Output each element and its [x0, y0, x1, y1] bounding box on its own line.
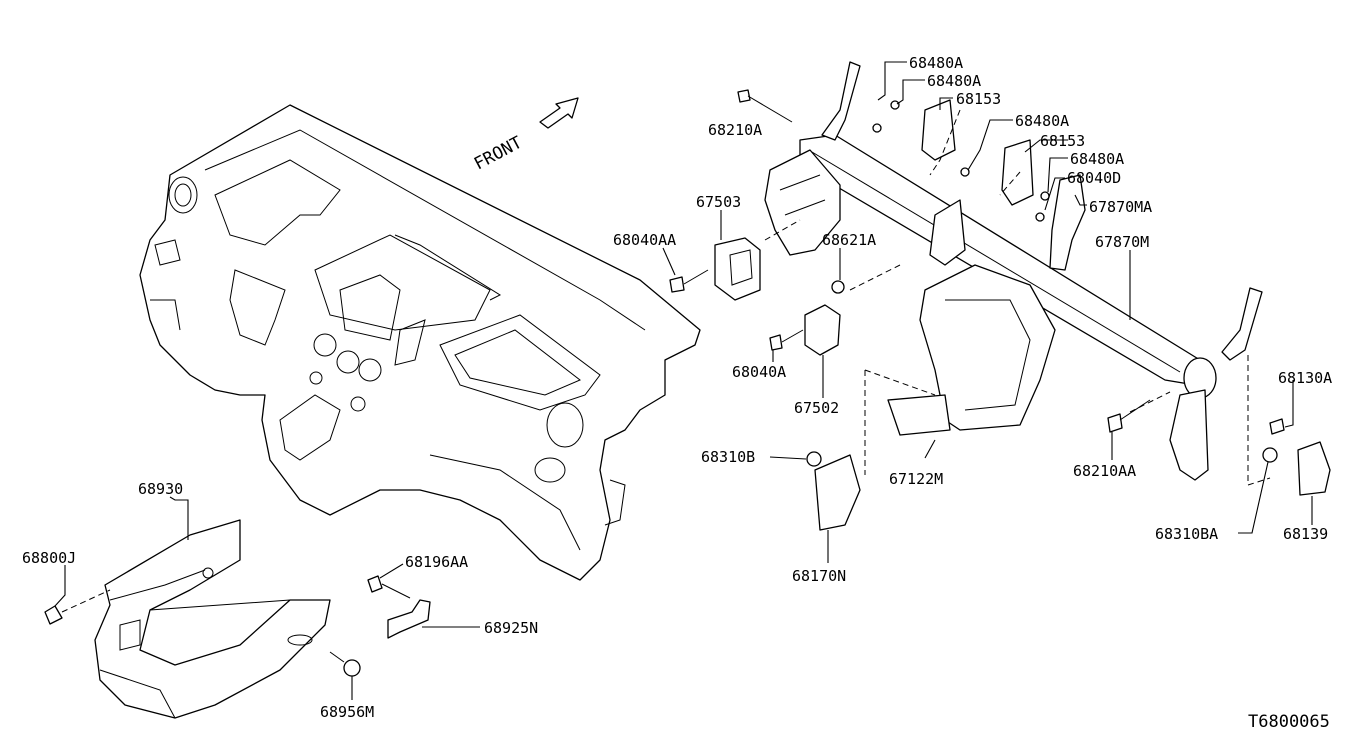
label-68153-1: 68153	[956, 90, 1001, 108]
label-68040D: 68040D	[1067, 169, 1121, 187]
label-68480A-1: 68480A	[909, 54, 963, 72]
label-68956M: 68956M	[320, 703, 374, 721]
label-67870MA: 67870MA	[1089, 198, 1152, 216]
label-68170N: 68170N	[792, 567, 846, 585]
label-68139: 68139	[1283, 525, 1328, 543]
label-68621A: 68621A	[822, 231, 876, 249]
label-68210A: 68210A	[708, 121, 762, 139]
label-68480A-4: 68480A	[1070, 150, 1124, 168]
part-labels: 68480A 68480A 68153 68210A 68480A 68153 …	[22, 54, 1332, 732]
steering-member-drawing	[669, 61, 1331, 531]
label-68310BA: 68310BA	[1155, 525, 1218, 543]
label-67503: 67503	[696, 193, 741, 211]
front-label: FRONT	[471, 133, 526, 175]
label-68925N: 68925N	[484, 619, 538, 637]
label-67122M: 67122M	[889, 470, 943, 488]
label-68480A-3: 68480A	[1015, 112, 1069, 130]
label-67502: 67502	[794, 399, 839, 417]
label-68153-2: 68153	[1040, 132, 1085, 150]
label-67870M: 67870M	[1095, 233, 1149, 251]
label-68800J: 68800J	[22, 549, 76, 567]
front-arrow: FRONT	[471, 97, 579, 175]
label-68040A: 68040A	[732, 363, 786, 381]
column-cover-drawing	[44, 519, 431, 719]
instrument-panel-drawing	[139, 104, 701, 581]
label-68210AA: 68210AA	[1073, 462, 1136, 480]
leader-lines	[54, 61, 1313, 700]
label-68480A-2: 68480A	[927, 72, 981, 90]
label-68310B: 68310B	[701, 448, 755, 466]
label-68040AA: 68040AA	[613, 231, 676, 249]
label-68930: 68930	[138, 480, 183, 498]
label-68130A: 68130A	[1278, 369, 1332, 387]
diagram-code: T6800065	[1248, 712, 1330, 732]
label-68196AA: 68196AA	[405, 553, 468, 571]
